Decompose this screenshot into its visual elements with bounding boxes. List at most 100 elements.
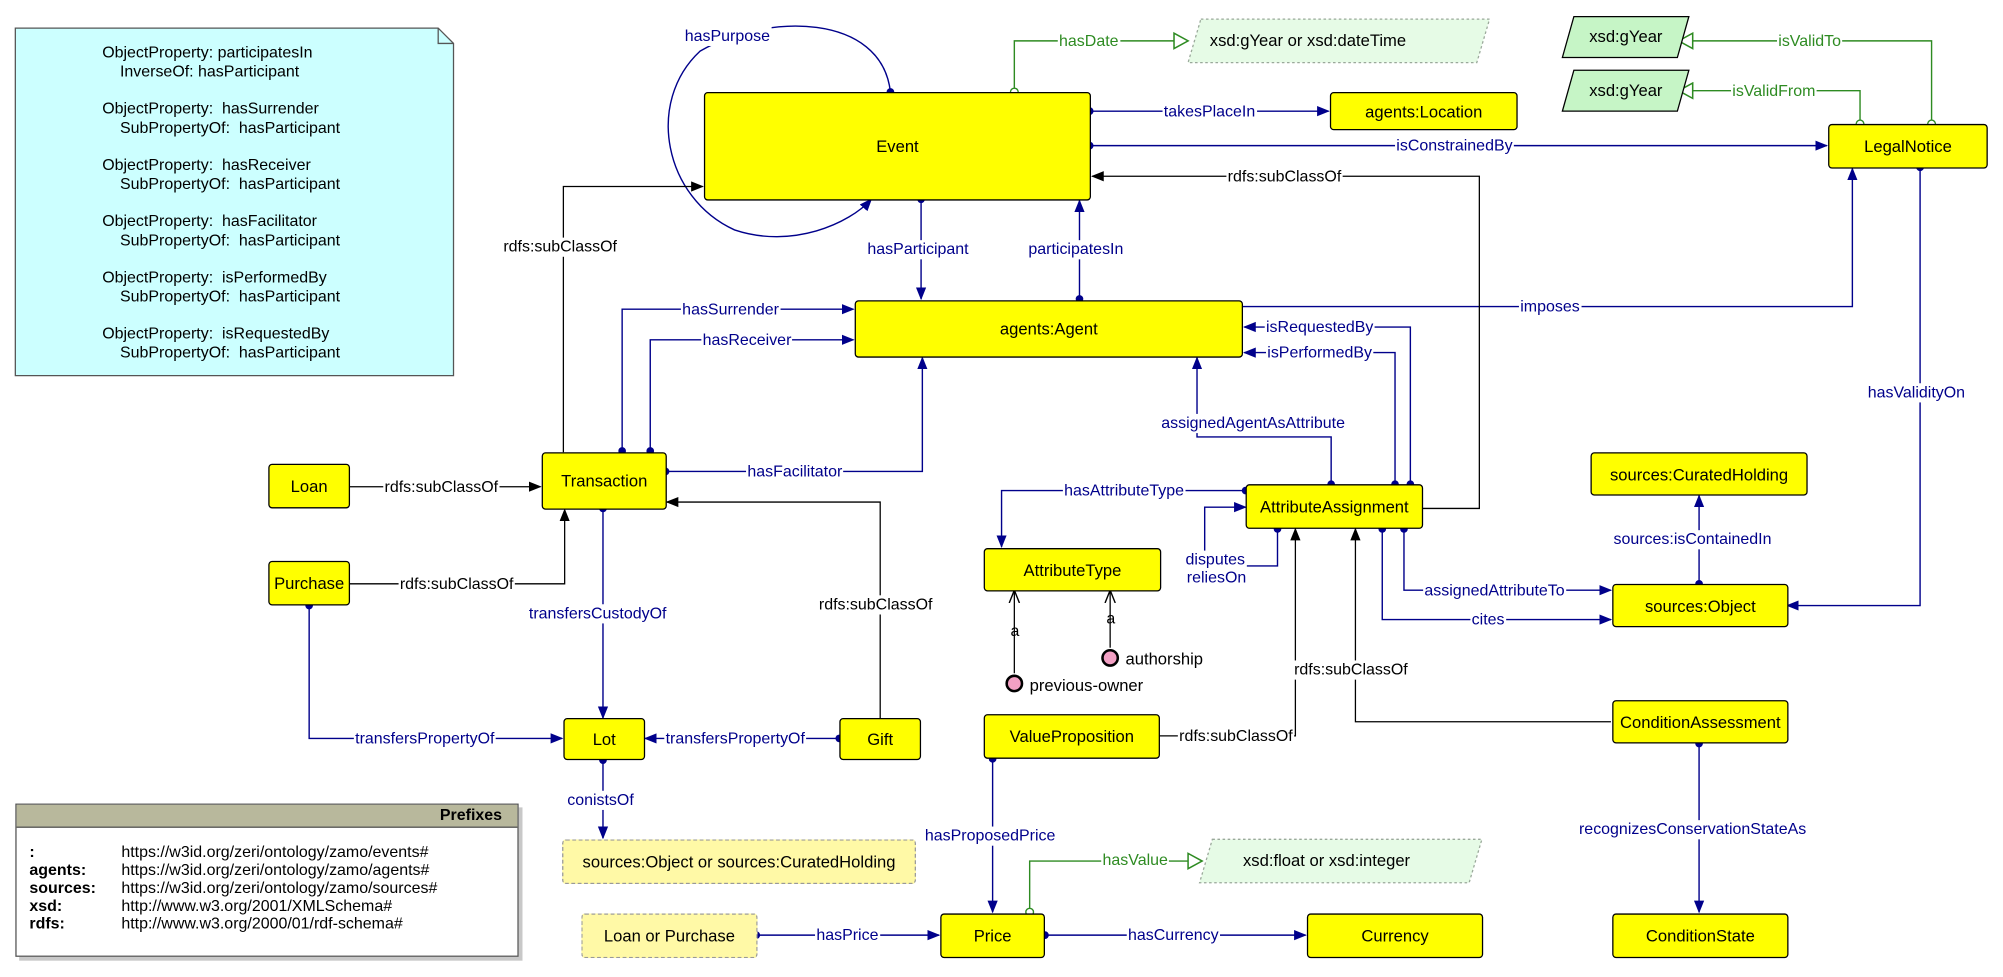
consists-of-label: conistsOf <box>565 790 636 810</box>
assigned-agent-label: assignedAgentAsAttribute <box>1159 413 1347 434</box>
has-purpose-label: hasPurpose <box>683 26 772 46</box>
has-facilitator-label: hasFacilitator <box>746 462 844 482</box>
prefixes-table: :https://w3id.org/zeri/ontology/zamo/eve… <box>29 843 437 932</box>
edge-subclass-condition <box>1350 527 1611 723</box>
datatype-value-shape <box>1198 838 1483 884</box>
gift-class[interactable]: Gift <box>839 717 922 761</box>
has-value-label: hasValue <box>1101 850 1170 870</box>
price-class[interactable]: Price <box>940 913 1045 959</box>
edge-subclass-trans-event <box>562 181 704 453</box>
rdfs-condition-label: rdfs:subClassOf <box>1292 660 1409 680</box>
note-gap <box>102 81 340 100</box>
prefix-row: :https://w3id.org/zeri/ontology/zamo/eve… <box>29 843 429 862</box>
rdfs-trans-event-label: rdfs:subClassOf <box>502 237 619 257</box>
edge-is-valid-to <box>1679 41 1933 124</box>
transfers-custody-label: transfersCustodyOf <box>527 604 668 624</box>
prefix-row: agents:https://w3id.org/zeri/ontology/za… <box>29 861 430 879</box>
authorship-label: authorship <box>1125 648 1204 669</box>
note-line: ObjectProperty: hasSurrender <box>102 99 319 118</box>
note-line: SubPropertyOf: hasParticipant <box>102 174 341 193</box>
attribute-type-class[interactable]: AttributeType <box>983 548 1162 592</box>
imposes-label: imposes <box>1518 297 1581 317</box>
has-participant-label: hasParticipant <box>866 240 970 260</box>
property-note: ObjectProperty: participatesIn InverseOf… <box>15 28 453 375</box>
edge-subclass-purchase <box>348 508 570 585</box>
note-line: ObjectProperty: hasReceiver <box>102 156 311 174</box>
note-gap <box>102 250 340 269</box>
has-date-label: hasDate <box>1057 31 1120 52</box>
rdfs-gift-label: rdfs:subClassOf <box>817 595 934 615</box>
note-gap <box>102 138 340 157</box>
authorship-individual[interactable] <box>1101 648 1120 667</box>
previous-owner-label: previous-owner <box>1029 675 1144 695</box>
previous-owner-individual[interactable] <box>1005 674 1024 693</box>
gyear-to-label: xsd:gYear <box>1589 26 1663 46</box>
contained-in-label: sources:isContainedIn <box>1612 530 1773 550</box>
transfers-property-gift-label: transfersPropertyOf <box>664 729 807 749</box>
prefixes-box: Prefixes :https://w3id.org/zeri/ontology… <box>15 803 519 957</box>
note-line: SubPropertyOf: hasParticipant <box>102 287 341 306</box>
edge-has-purpose <box>667 25 892 238</box>
has-proposed-price-label: hasProposedPrice <box>923 826 1057 846</box>
edge-has-receiver <box>649 334 855 451</box>
loan-or-purchase-union[interactable]: Loan or Purchase <box>581 913 758 959</box>
condition-state-class[interactable]: ConditionState <box>1612 913 1789 959</box>
cites-label: cites <box>1470 610 1506 630</box>
has-receiver-label: hasReceiver <box>701 330 793 351</box>
datatype-gyear-from-shape <box>1561 69 1690 112</box>
edge-cites <box>1381 528 1613 625</box>
is-requested-by-label: isRequestedBy <box>1264 318 1375 338</box>
edge-imposes <box>1239 167 1858 308</box>
curated-holding-class[interactable]: sources:CuratedHolding <box>1590 452 1808 496</box>
event-class[interactable]: Event <box>703 91 1091 201</box>
note-line: InverseOf: hasParticipant <box>102 62 300 81</box>
edge-has-validity-on <box>1785 167 1921 611</box>
lot-class[interactable]: Lot <box>563 717 646 761</box>
disputes-label: disputes <box>1184 550 1247 570</box>
note-line: ObjectProperty: isPerformedBy <box>102 268 327 287</box>
rdfs-value-prop-label: rdfs:subClassOf <box>1177 726 1295 747</box>
rdfs-purchase-label: rdfs:subClassOf <box>398 574 515 595</box>
gyear-from-label: xsd:gYear <box>1589 80 1663 100</box>
prefix-row: sources:https://w3id.org/zeri/ontology/z… <box>29 878 438 897</box>
lot-range-union[interactable]: sources:Object or sources:CuratedHolding <box>562 839 916 885</box>
value-proposition-class[interactable]: ValueProposition <box>983 714 1160 759</box>
has-surrender-label: hasSurrender <box>680 300 781 320</box>
note-gap <box>102 194 340 213</box>
date-datatype-label: xsd:gYear or xsd:dateTime <box>1209 30 1407 50</box>
prefix-row: xsd:http://www.w3.org/2001/XMLSchema# <box>29 896 393 915</box>
datatype-date-shape <box>1187 18 1491 64</box>
assigned-attribute-to-label: assignedAttributeTo <box>1423 581 1566 601</box>
agent-class[interactable]: agents:Agent <box>854 300 1244 358</box>
sources-object-class[interactable]: sources:Object <box>1612 583 1789 628</box>
datatype-gyear-to-shape <box>1561 15 1690 59</box>
prefix-row: rdfs:http://www.w3.org/2000/01/rdf-schem… <box>29 914 403 933</box>
loan-class[interactable]: Loan <box>268 463 351 509</box>
is-constrained-by-label: isConstrainedBy <box>1395 136 1514 156</box>
condition-assessment-class[interactable]: ConditionAssessment <box>1612 700 1789 744</box>
note-text: ObjectProperty: participatesIn InverseOf… <box>102 43 340 362</box>
edge-has-facilitator <box>665 356 928 473</box>
note-line: ObjectProperty: hasFacilitator <box>102 212 317 231</box>
transfers-property-purchase-label: transfersPropertyOf <box>353 729 496 749</box>
edge-subclass-gift <box>665 496 881 718</box>
prefixes-title: Prefixes <box>16 804 518 828</box>
has-price-label: hasPrice <box>815 926 880 946</box>
legal-notice-class[interactable]: LegalNotice <box>1828 123 1988 169</box>
attribute-assignment-class[interactable]: AttributeAssignment <box>1245 484 1424 529</box>
is-performed-by-label: isPerformedBy <box>1266 343 1374 363</box>
location-class[interactable]: agents:Location <box>1329 91 1518 131</box>
rdfs-loan-label: rdfs:subClassOf <box>383 477 500 497</box>
note-gap <box>102 307 340 326</box>
has-validity-on-label: hasValidityOn <box>1866 383 1967 403</box>
edge-assigned-agent <box>1191 356 1332 485</box>
transaction-class[interactable]: Transaction <box>541 452 667 510</box>
purchase-class[interactable]: Purchase <box>268 560 351 606</box>
currency-class[interactable]: Currency <box>1306 913 1484 959</box>
note-line: SubPropertyOf: hasParticipant <box>102 343 341 362</box>
note-line: ObjectProperty: participatesIn <box>102 43 313 62</box>
edge-has-date <box>1013 41 1188 92</box>
participates-in-label: participatesIn <box>1027 240 1125 260</box>
note-line: ObjectProperty: isRequestedBy <box>102 325 330 343</box>
